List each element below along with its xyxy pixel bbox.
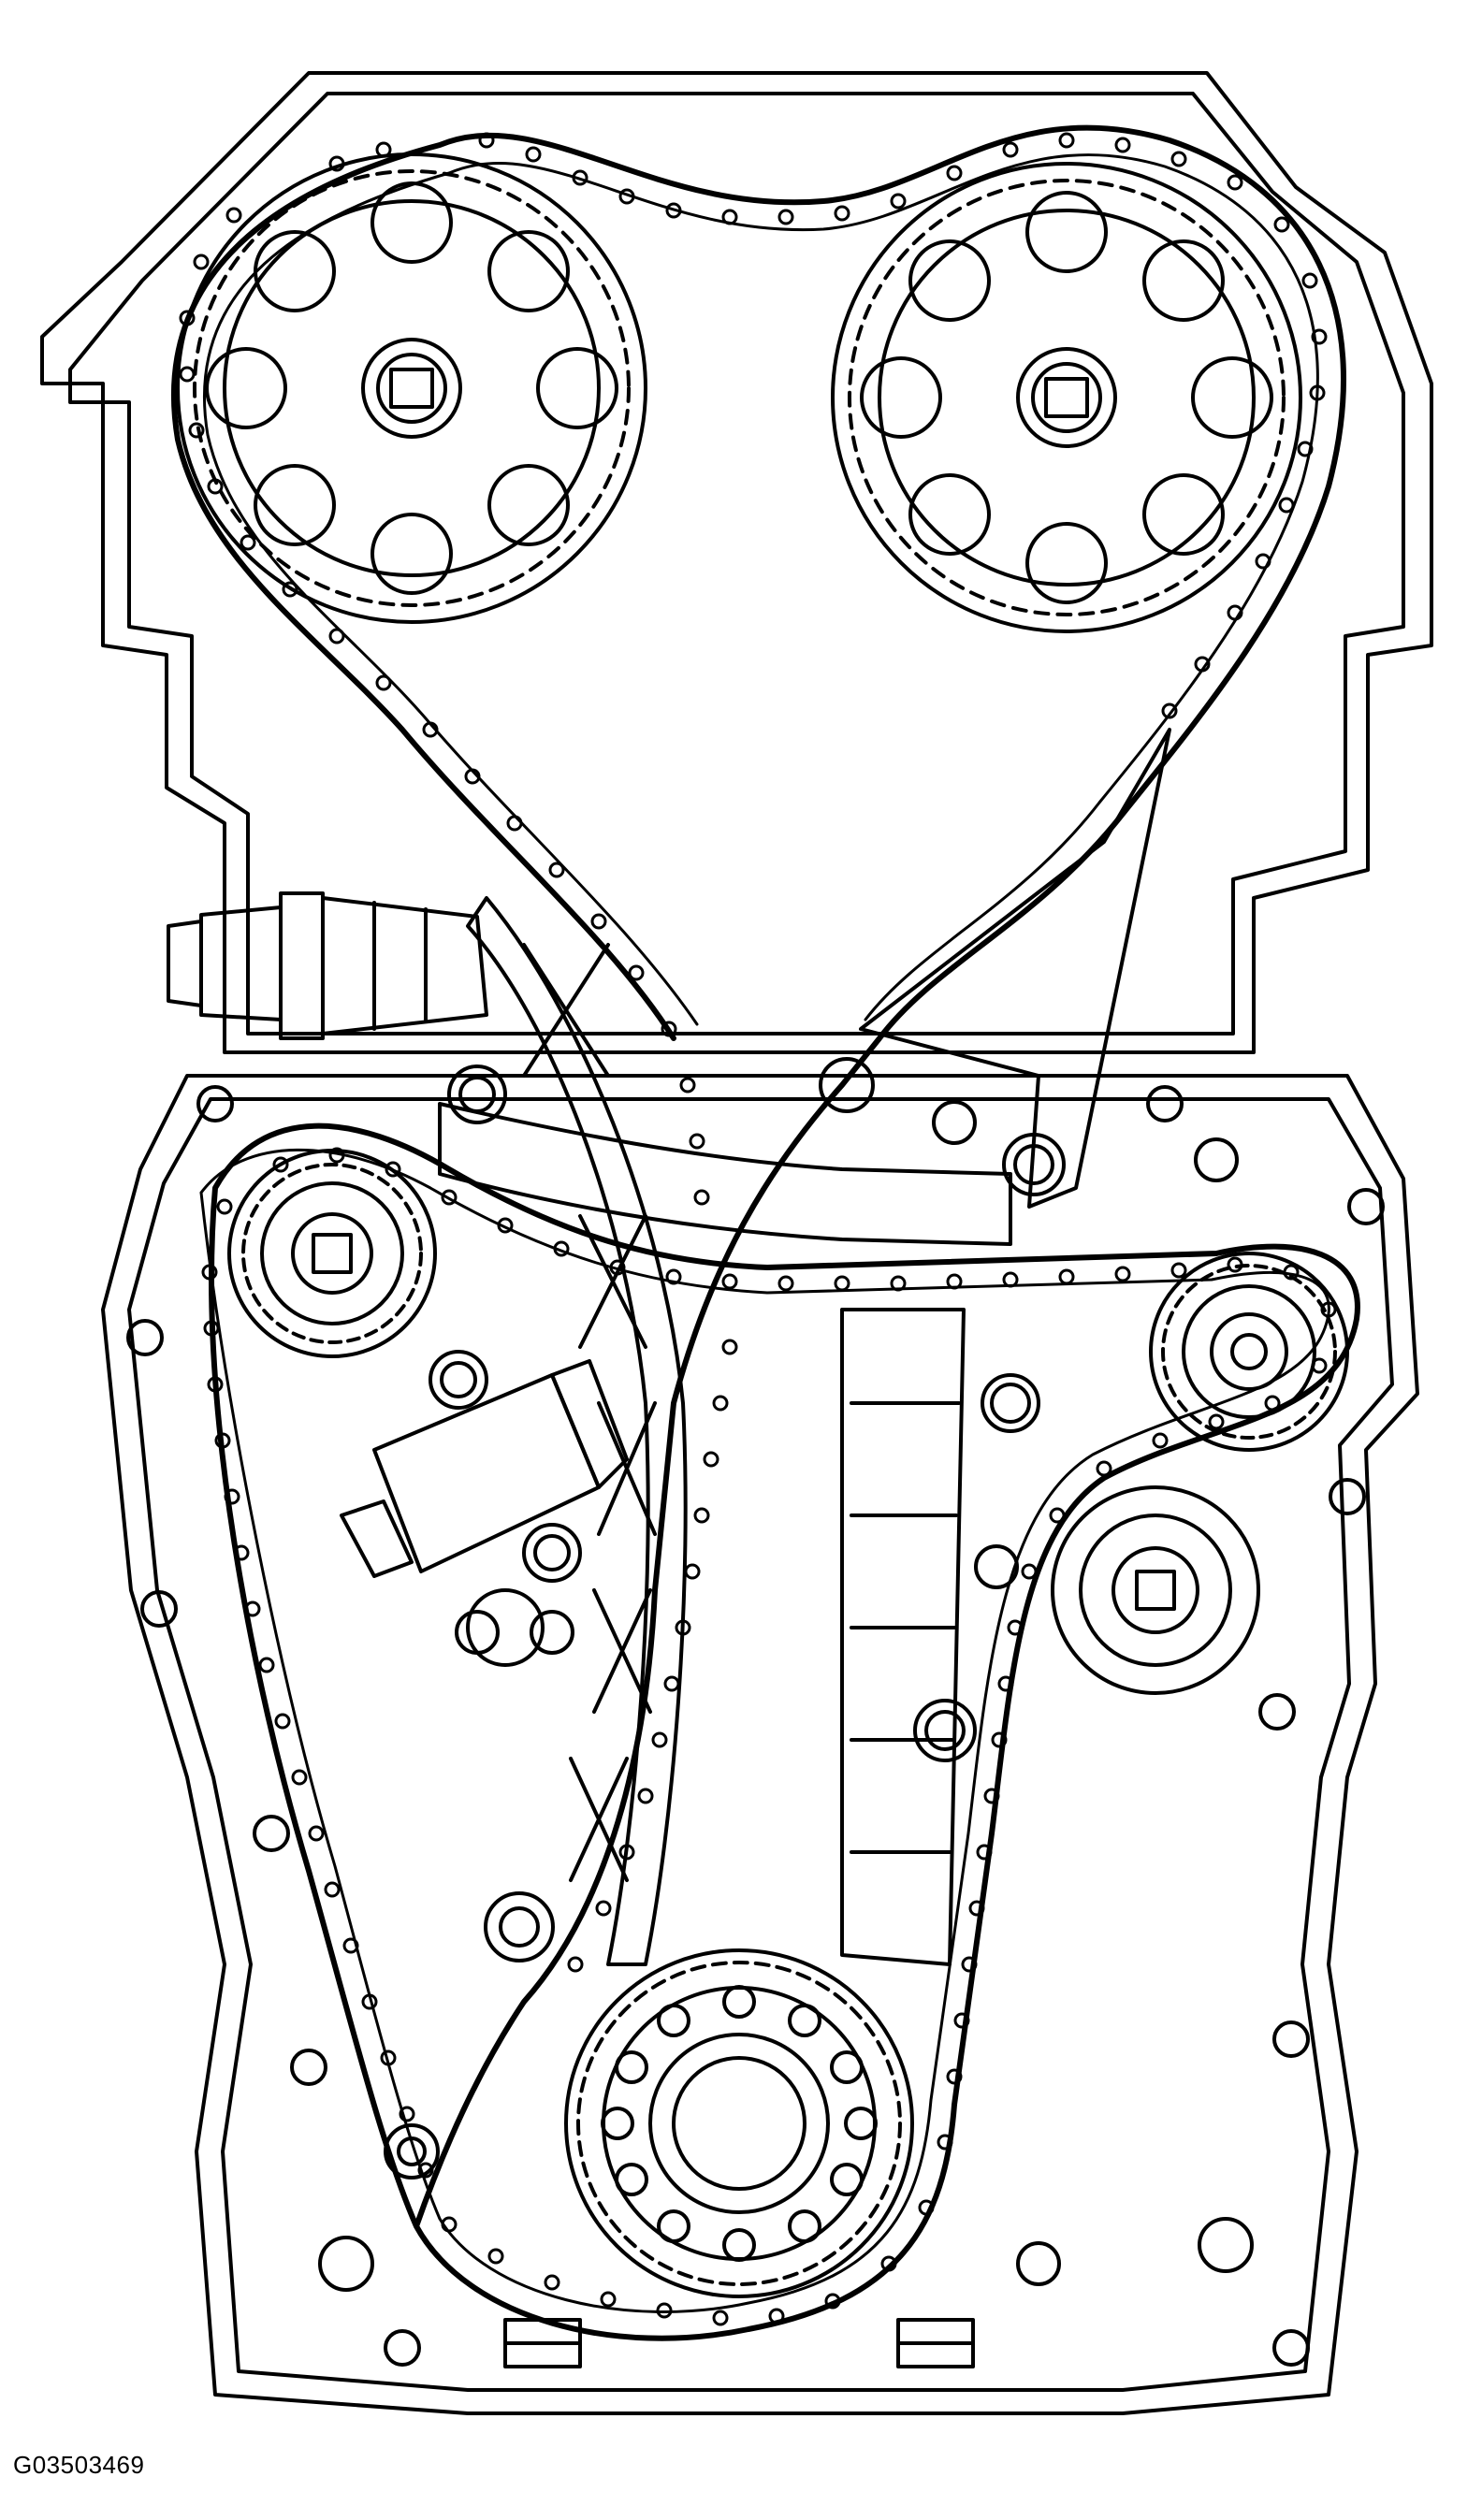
upper-right-guide xyxy=(819,728,1171,1209)
right-idler-sprocket xyxy=(1149,1252,1349,1452)
left-idler-sprocket xyxy=(227,1149,437,1358)
figure-id-label: G03503469 xyxy=(13,2451,145,2479)
chain-links xyxy=(179,132,1337,2326)
bottom-fasteners xyxy=(503,2318,975,2368)
upper-cover-outline xyxy=(40,71,1433,1054)
crankshaft-sprocket xyxy=(564,1948,914,2298)
misc-bolts xyxy=(384,1350,1040,2180)
upper-cover-inner xyxy=(68,92,1405,1036)
solenoid-sensor xyxy=(340,1359,629,1578)
tensioner-guide xyxy=(466,896,688,1966)
block-bolt-holes xyxy=(126,1085,1385,2367)
upper-guide-rail xyxy=(438,1064,1066,1246)
tensioner-pulley xyxy=(1051,1485,1260,1695)
right-camshaft-sprocket xyxy=(831,162,1302,633)
lower-block-inner xyxy=(127,1097,1394,2392)
fixed-guide-rail xyxy=(840,1308,977,1966)
chain-tensioner xyxy=(167,891,488,1040)
left-camshaft-sprocket xyxy=(176,152,647,624)
lower-block-outline xyxy=(101,1074,1419,2415)
timing-chain-outer xyxy=(170,124,1360,2341)
